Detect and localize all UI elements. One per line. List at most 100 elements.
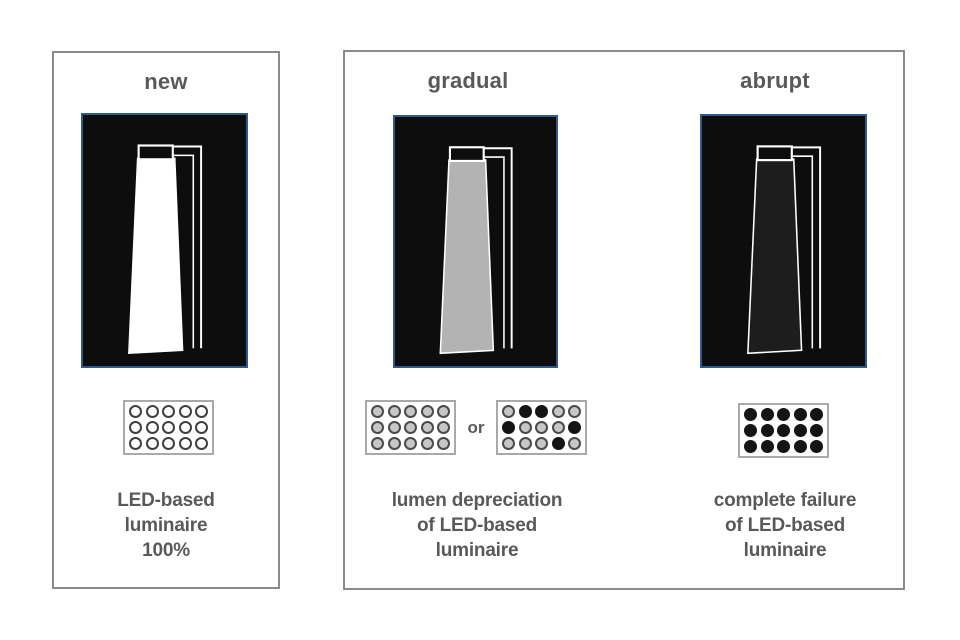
luminaire-image-new — [81, 113, 248, 368]
mast-arm-outer-icon — [172, 145, 203, 349]
led-failed-dot — [760, 440, 774, 453]
led-dimmed-dot — [568, 405, 581, 418]
led-on-dot — [129, 437, 142, 450]
led-failed-dot — [535, 405, 548, 418]
led-on-dot — [178, 405, 192, 418]
title-gradual: gradual — [427, 68, 509, 93]
led-failed-dot — [551, 437, 565, 450]
light-beam-new — [128, 157, 184, 355]
led-failed-dot — [568, 421, 581, 434]
led-dimmed-dot — [502, 405, 515, 418]
led-on-dot — [162, 405, 175, 418]
led-dimmed-dot — [437, 437, 450, 450]
led-dimmed-dot — [371, 437, 384, 450]
mast-arm-inner-icon — [791, 155, 814, 349]
luminaire-image-gradual — [393, 115, 558, 368]
led-failed-dot — [777, 408, 790, 421]
led-on-dot — [195, 421, 208, 434]
led-failed-dot — [502, 421, 515, 434]
led-on-dot — [162, 421, 175, 434]
led-dimmed-dot — [518, 421, 532, 434]
led-on-dot — [195, 405, 208, 418]
led-dimmed-dot — [420, 437, 434, 450]
caption-line: of LED-based — [416, 515, 538, 536]
led-dimmed-dot — [387, 421, 401, 434]
light-beam-abrupt — [747, 158, 803, 355]
led-dimmed-dot — [551, 421, 565, 434]
led-dimmed-dot — [420, 405, 434, 418]
led-failed-dot — [810, 440, 823, 453]
led-on-dot — [129, 405, 142, 418]
led-grid-abrupt — [738, 403, 829, 458]
or-label: or — [467, 418, 485, 437]
mast-arm-inner-icon — [172, 154, 195, 349]
led-on-dot — [145, 421, 159, 434]
led-on-dot — [195, 437, 208, 450]
led-dimmed-dot — [404, 437, 417, 450]
caption-line: complete failure — [713, 490, 857, 511]
led-failed-dot — [744, 408, 757, 421]
led-failed-dot — [793, 424, 807, 437]
led-failed-dot — [744, 440, 757, 453]
led-dimmed-dot — [387, 437, 401, 450]
led-dimmed-dot — [387, 405, 401, 418]
led-failed-dot — [810, 424, 823, 437]
led-dimmed-dot — [404, 405, 417, 418]
caption-abrupt: complete failure of LED-based luminaire — [653, 488, 917, 563]
led-on-dot — [145, 437, 159, 450]
streetlight-graphic-gradual — [439, 146, 513, 355]
led-failed-dot — [793, 440, 807, 453]
led-dimmed-dot — [404, 421, 417, 434]
led-failed-dot — [810, 408, 823, 421]
caption-line: 100% — [142, 540, 190, 561]
led-on-dot — [129, 421, 142, 434]
panel-new: new LED-based luminaire 100% — [52, 51, 280, 589]
streetlight-graphic-new — [128, 144, 203, 355]
led-failed-dot — [760, 408, 774, 421]
panel-failure-modes: gradual abrupt or lumen d — [343, 50, 905, 590]
title-new: new — [144, 69, 188, 94]
caption-line: luminaire — [435, 540, 519, 561]
led-dimmed-dot — [518, 437, 532, 450]
led-grids-gradual: or — [365, 400, 587, 455]
mast-arm-inner-icon — [483, 156, 505, 349]
luminaire-image-abrupt — [700, 114, 867, 368]
led-failed-dot — [760, 424, 774, 437]
led-failed-dot — [793, 408, 807, 421]
led-grid-new — [123, 400, 214, 455]
led-on-dot — [178, 437, 192, 450]
led-failed-dot — [777, 424, 790, 437]
caption-line: lumen depreciation — [391, 490, 563, 511]
led-dimmed-dot — [535, 437, 548, 450]
led-failed-dot — [777, 440, 790, 453]
led-dimmed-dot — [437, 421, 450, 434]
caption-line: of LED-based — [724, 515, 846, 536]
title-abrupt: abrupt — [740, 68, 810, 93]
led-failed-dot — [744, 424, 757, 437]
caption-gradual: lumen depreciation of LED-based luminair… — [345, 488, 609, 563]
caption-line: luminaire — [743, 540, 827, 561]
led-dimmed-dot — [371, 421, 384, 434]
led-dimmed-dot — [535, 421, 548, 434]
led-dimmed-dot — [371, 405, 384, 418]
led-grid-gradual-dimmed — [365, 400, 456, 455]
streetlight-graphic-abrupt — [747, 145, 822, 355]
led-failed-dot — [518, 405, 532, 418]
led-grid-gradual-partial-failure — [496, 400, 587, 455]
led-dimmed-dot — [420, 421, 434, 434]
light-beam-gradual — [439, 159, 495, 355]
lamp-head-icon — [756, 145, 793, 162]
led-dimmed-dot — [568, 437, 581, 450]
led-dimmed-dot — [551, 405, 565, 418]
mast-arm-outer-icon — [791, 146, 822, 349]
caption-line: LED-based — [117, 490, 215, 511]
led-on-dot — [162, 437, 175, 450]
lamp-head-icon — [448, 146, 485, 163]
led-on-dot — [145, 405, 159, 418]
mast-arm-outer-icon — [483, 147, 513, 349]
caption-line: luminaire — [124, 515, 208, 536]
led-dimmed-dot — [437, 405, 450, 418]
led-dimmed-dot — [502, 437, 515, 450]
led-on-dot — [178, 421, 192, 434]
